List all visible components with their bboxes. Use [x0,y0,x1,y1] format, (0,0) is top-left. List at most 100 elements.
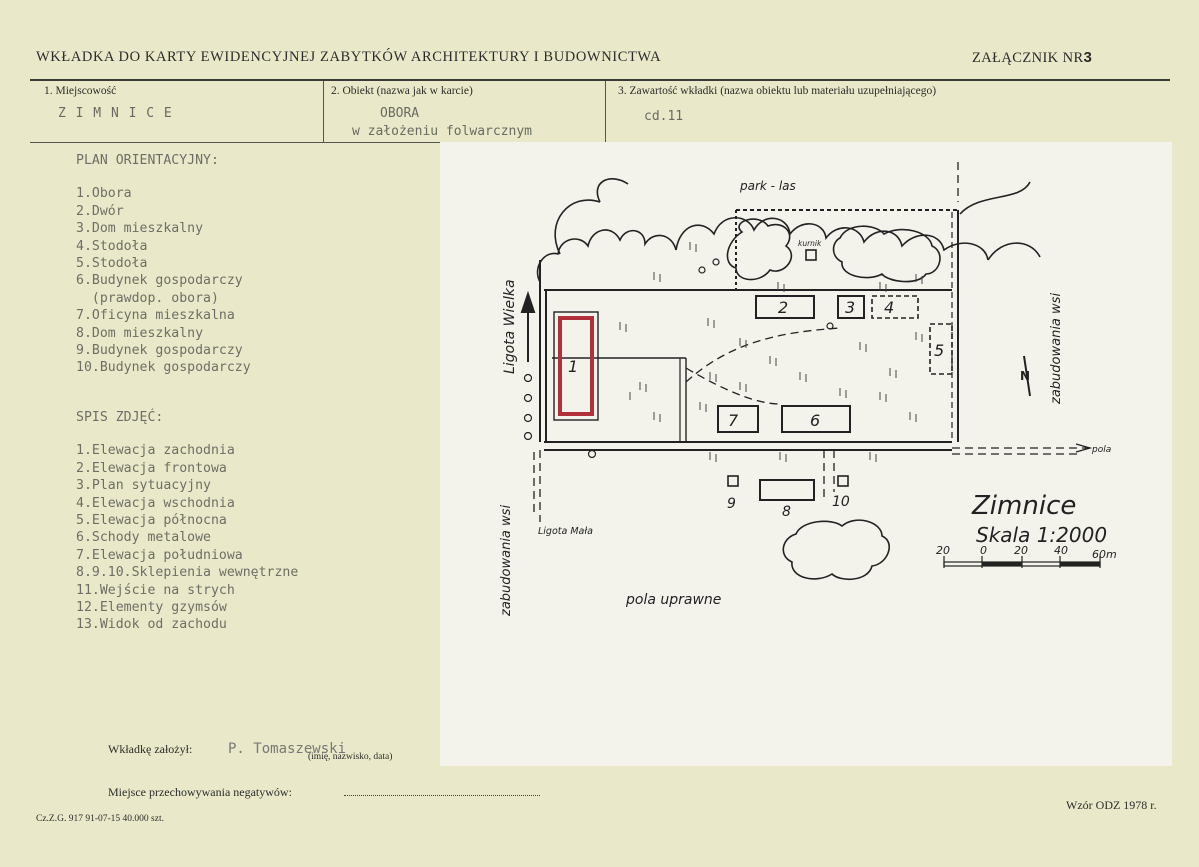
path-curved2 [685,367,781,405]
list-item: 3.Dom mieszkalny [76,221,204,237]
print-info: Cz.Z.G. 917 91-07-15 40.000 szt. [36,814,164,824]
list-item: 10.Budynek gospodarczy [76,360,251,376]
contents-value: cd.11 [644,109,684,124]
map-scale: Skala 1:2000 [976,523,1107,547]
place-value: Z I M N I C E [58,106,173,121]
form-version: Wzór ODZ 1978 r. [1066,798,1157,812]
building-number: 6 [810,411,820,430]
tree-dot [698,266,706,274]
building-8-house [759,479,815,501]
list-item: 6.Budynek gospodarczy [76,273,243,289]
annex-number: ZAŁĄCZNIK NR3 [972,49,1092,67]
negatives-field [344,795,540,796]
path-curved [685,327,841,383]
founder-value: P. Tomaszewski [228,741,347,757]
tree-dot [523,373,533,383]
tree-clump [832,225,941,283]
kurnik-building [805,249,817,261]
list-item: 7.Oficyna mieszkalna [76,308,235,324]
tree-dot [712,258,720,266]
scale-tick: 60m [1092,548,1117,561]
tree-dot [826,322,834,330]
building-3-house [837,295,865,319]
place-label: 1. Miejscowość [44,85,117,97]
scale-tick: 0 [980,544,987,557]
building-1-cowshed [558,316,594,416]
list-item: 6.Schody metalowe [76,530,211,546]
contents-label: 3. Zawartość wkładki (nazwa obiektu lub … [618,85,937,97]
building-9-farm [727,475,739,487]
building-number: 2 [778,298,788,317]
arrow-to-fields [1075,443,1093,453]
building-number: 9 [727,496,736,512]
building-number: 5 [934,341,944,360]
building-number: 4 [884,298,894,317]
tree-dot [523,431,533,441]
plan-heading: PLAN ORIENTACYJNY: [76,153,219,168]
building-10-farm [837,475,849,487]
list-item: 5.Elewacja północna [76,513,227,529]
map-label-village-east: zabudowania wsi [1049,293,1064,405]
map-label-park: park - las [739,179,796,193]
photos-heading: SPIS ZDJĘĆ: [76,410,164,425]
cell-divider [605,81,606,142]
scale-tick: 20 [1014,544,1028,557]
map-title: Zimnice [971,491,1076,521]
object-value-line1: OBORA [380,106,420,121]
map-label-kurnik: kurnik [798,239,822,248]
tree-dot [523,413,533,423]
building-5-barn [929,323,953,375]
photos-list: SPIS ZDJĘĆ: 1.Elewacja zachodnia 2.Elewa… [76,409,298,634]
list-item: 13.Widok od zachodu [76,617,227,633]
list-item: 8.Dom mieszkalny [76,325,204,341]
building-number: 3 [845,298,855,317]
plan-list: PLAN ORIENTACYJNY: 1.Obora 2.Dwór 3.Dom … [76,152,251,377]
header-rule [30,79,1170,81]
building-number: 8 [782,504,791,520]
map-label-to-fields: pola [1091,445,1111,455]
founder-label: Wkładkę założył: [108,742,193,756]
list-item: 2.Dwór [76,203,124,219]
list-item: (prawdop. obora) [76,290,219,306]
scale-bar [943,556,1101,568]
map-label-road-west: Ligota Wielka [502,279,518,374]
building-2-manor [755,295,815,319]
list-item: 4.Elewacja wschodnia [76,495,235,511]
form-title: WKŁADKA DO KARTY EWIDENCYJNEJ ZABYTKÓW A… [36,49,662,65]
list-item: 2.Elewacja frontowa [76,460,227,476]
north-label: N [1020,369,1030,383]
tree-clump [782,519,891,581]
park-tree-line [536,229,677,283]
building-number: 7 [728,411,739,430]
list-item: 12.Elementy gzymsów [76,600,227,616]
annex-label: ZAŁĄCZNIK NR [972,50,1084,66]
list-item: 5.Stodoła [76,256,148,272]
building-6-farm [781,405,851,433]
list-item: 4.Stodoła [76,238,148,254]
building-7-annex [717,405,759,433]
building-4-barn [871,295,919,319]
list-item: 1.Elewacja zachodnia [76,443,235,459]
north-arrow [1023,355,1031,397]
map-label-road-south: Ligota Mała [538,526,593,537]
list-item: 9.Budynek gospodarczy [76,343,243,359]
negatives-label: Miejsce przechowywania negatywów: [108,785,292,799]
tree-dot [587,449,597,459]
annex-number-value: 3 [1083,49,1093,66]
road-arrow [520,290,536,362]
site-plan-map: park - las kurnik Ligota Wielka Ligota M… [499,162,1117,617]
tree-dot [523,393,533,403]
grass-hatching [619,242,923,462]
scale-tick: 40 [1054,544,1068,557]
list-item: 11.Wejście na strych [76,582,235,598]
tree-clump [726,218,793,281]
map-label-village-west: zabudowania wsi [499,505,514,617]
building-number: 1 [568,357,578,376]
list-item: 7.Elewacja południowa [76,547,243,563]
map-label-fields: pola uprawne [625,592,721,608]
cell-divider [323,81,324,142]
list-item: 3.Plan sytuacyjny [76,478,211,494]
object-value-line2: w założeniu folwarcznym [352,124,533,139]
object-label: 2. Obiekt (nazwa jak w karcie) [331,85,473,97]
building-number: 10 [832,494,850,510]
